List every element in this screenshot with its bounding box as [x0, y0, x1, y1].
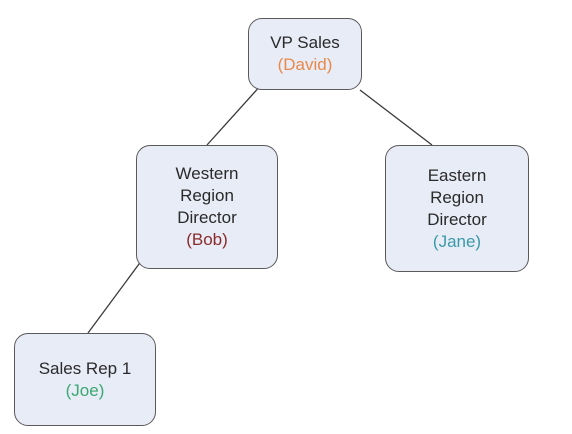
node-person-name: (Jane) [432, 231, 482, 251]
node-person-name: (David) [277, 55, 333, 74]
node-title-line: Director [427, 209, 487, 229]
node-title-line: Director [177, 208, 237, 227]
node-title-line: Sales Rep 1 [38, 358, 132, 378]
org-node-eastern-region-director: Eastern Region Director (Jane) [385, 145, 529, 272]
node-title-line: Eastern [427, 165, 487, 185]
connector-vp-east [359, 89, 433, 146]
node-title-line: Region [180, 186, 234, 205]
org-node-western-region-director: Western Region Director (Bob) [136, 145, 278, 269]
connector-vp-west [206, 83, 263, 146]
node-title-line: VP Sales [270, 33, 340, 52]
node-person-name: (Bob) [186, 230, 228, 249]
node-title-line: Region [430, 187, 484, 207]
org-node-sales-rep-1: Sales Rep 1 (Joe) [14, 333, 156, 426]
connector-west-rep [87, 259, 143, 334]
org-node-vp-sales: VP Sales (David) [248, 18, 362, 90]
node-title-line: Western [175, 164, 239, 183]
node-person-name: (Joe) [65, 380, 105, 400]
